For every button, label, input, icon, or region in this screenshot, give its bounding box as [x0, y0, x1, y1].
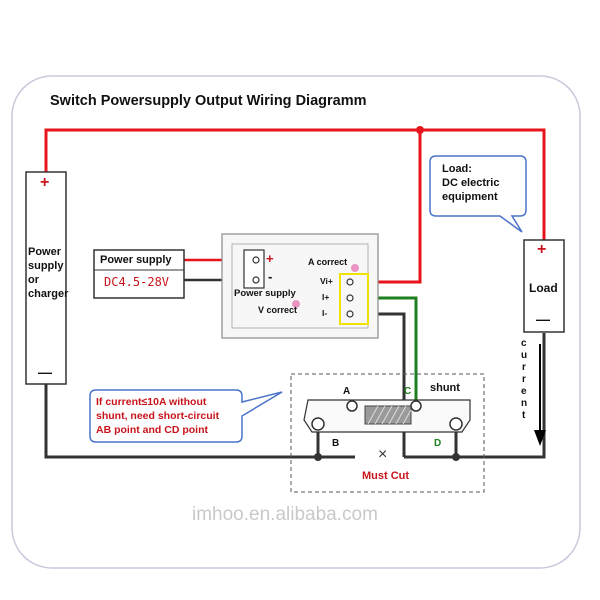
- load-callout-line: equipment: [442, 191, 498, 203]
- trim-pot-v: [292, 300, 300, 308]
- source-label-line: or: [28, 274, 39, 286]
- shunt-point-a: [346, 400, 358, 412]
- source-block: [25, 171, 67, 385]
- load-callout-line: DC electric: [442, 177, 500, 189]
- meter-terminal-i-minus: [346, 310, 354, 318]
- load-callout-line: Load:: [442, 163, 472, 175]
- shunt-label: shunt: [430, 382, 460, 394]
- shunt-point-b: [311, 417, 325, 431]
- power-supply-box: [93, 249, 185, 299]
- source-label-line: Power: [28, 246, 62, 258]
- junction-dot: [416, 126, 424, 134]
- trim-pot-a: [351, 264, 359, 272]
- source-plus-sign: +: [40, 174, 50, 191]
- note-callout-line: shunt, need short-circuit: [96, 410, 220, 422]
- shunt-point-a-label: A: [343, 386, 351, 397]
- shunt-point-d-label: D: [434, 438, 442, 449]
- meter-terminal-highlight: [339, 273, 369, 325]
- meter-terminal-vi-plus: [346, 278, 354, 286]
- note-callout-line: If current≤10A without: [96, 396, 207, 408]
- shunt-point-b-label: B: [332, 438, 340, 449]
- current-letter: e: [521, 386, 527, 397]
- shunt-area: [290, 373, 485, 493]
- meter-plus-sign: +: [266, 251, 274, 266]
- meter-v-correct-label: V correct: [258, 305, 298, 315]
- meter-power-supply-label: Power supply: [234, 288, 296, 299]
- source-label-line: supply: [28, 260, 64, 272]
- power-supply-box-value: DC4.5-28V: [104, 275, 170, 289]
- power-supply-box-label: Power supply: [100, 254, 172, 266]
- shunt-point-d: [449, 417, 463, 431]
- load-plus-sign: +: [537, 241, 547, 258]
- meter-terminal-label-i-plus: I+: [322, 292, 330, 302]
- load-minus-sign: —: [536, 311, 550, 327]
- diagram-title: Switch Powersupply Output Wiring Diagram…: [50, 93, 367, 109]
- cut-mark: ×: [378, 446, 388, 463]
- source-label-line: charger: [28, 288, 69, 300]
- must-cut-label: Must Cut: [362, 470, 410, 482]
- meter-terminal-label-i-minus: I-: [322, 308, 328, 318]
- meter-input-terminal: [252, 276, 260, 284]
- current-letter: u: [521, 350, 528, 361]
- load-block: [523, 239, 565, 333]
- current-letter: r: [522, 362, 526, 373]
- note-callout-line: AB point and CD point: [96, 424, 208, 436]
- load-label: Load: [529, 281, 558, 295]
- current-letter: n: [521, 398, 528, 409]
- current-letter: t: [522, 410, 526, 421]
- load-callout-bubble: [429, 155, 527, 233]
- meter-terminal-i-plus: [346, 294, 354, 302]
- current-letter: c: [521, 338, 527, 349]
- meter-minus-sign: -: [268, 269, 273, 284]
- source-minus-sign: —: [38, 364, 52, 380]
- note-callout-bubble: [89, 389, 283, 443]
- junction-dot: [314, 453, 322, 461]
- junction-dot: [452, 453, 460, 461]
- meter-terminal-label-vi-plus: Vi+: [320, 276, 333, 286]
- watermark: imhoo.en.alibaba.com: [192, 504, 378, 525]
- outer-frame: [11, 75, 581, 569]
- meter-input-terminal: [252, 256, 260, 264]
- shunt-element: [364, 405, 412, 425]
- shunt-element-hatching: [367, 405, 412, 425]
- current-letter: r: [522, 374, 526, 385]
- shunt-point-c-label: C: [404, 386, 412, 397]
- meter-a-correct-label: A correct: [308, 257, 348, 267]
- shunt-point-c: [410, 400, 422, 412]
- current-arrowhead: [534, 430, 546, 446]
